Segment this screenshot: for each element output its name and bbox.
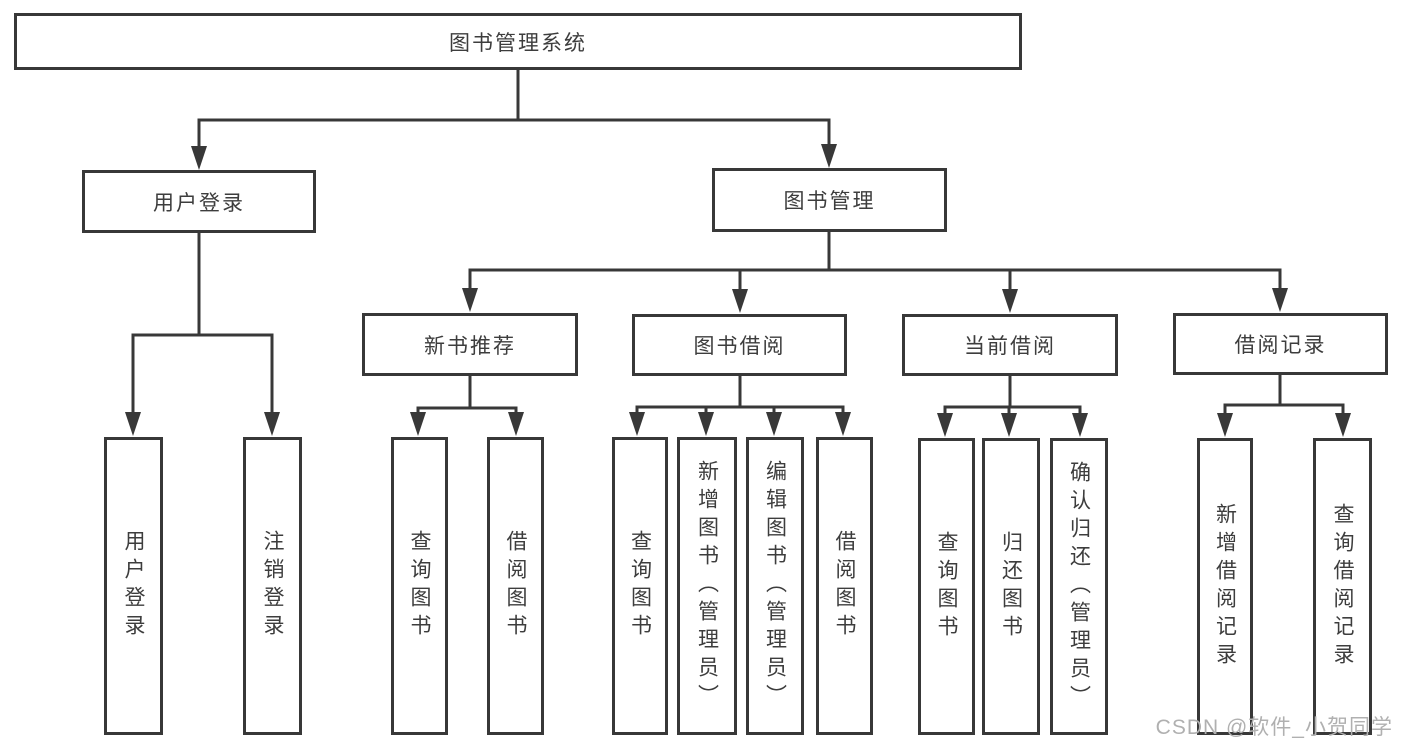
- node-new-book-recommend: 新书推荐: [362, 313, 578, 376]
- node-current-borrowing-label: 当前借阅: [964, 335, 1056, 358]
- node-book-management: 图书管理: [712, 168, 947, 232]
- arrowhead: [264, 412, 280, 436]
- connector-borrow-record-to-leaves: [1217, 375, 1351, 437]
- node-return-books: 归还图书: [982, 438, 1040, 735]
- arrowhead: [629, 412, 645, 436]
- node-query-borrow-record: 查询借阅记录: [1313, 438, 1372, 735]
- node-borrow-books-recommend: 借阅图书: [487, 437, 544, 735]
- arrowhead: [508, 412, 524, 436]
- node-user-login-leaf-label: 用户登录: [122, 530, 145, 642]
- arrowhead: [1272, 288, 1288, 312]
- node-query-books-borrowing: 查询图书: [612, 437, 668, 735]
- node-confirm-return-admin: 确认归还（管理员）: [1050, 438, 1108, 735]
- arrowhead: [732, 289, 748, 313]
- node-edit-books-admin: 编辑图书（管理员）: [746, 437, 804, 735]
- node-confirm-return-admin-label: 确认归还（管理员）: [1067, 460, 1091, 713]
- node-return-books-label: 归还图书: [999, 530, 1023, 643]
- node-query-books-borrowing-label: 查询图书: [628, 530, 652, 642]
- connector-root-to-level2: [191, 70, 837, 170]
- node-query-books-current: 查询图书: [918, 438, 975, 735]
- node-logout-leaf-label: 注销登录: [261, 530, 284, 642]
- node-add-borrow-record: 新增借阅记录: [1197, 438, 1253, 735]
- node-new-book-recommend-label: 新书推荐: [424, 334, 516, 358]
- arrowhead: [1001, 413, 1017, 437]
- node-query-books-recommend-label: 查询图书: [408, 530, 431, 642]
- node-borrowing-records: 借阅记录: [1173, 313, 1388, 375]
- arrowhead: [821, 144, 837, 168]
- arrowhead: [1335, 413, 1351, 437]
- csdn-watermark: CSDN @软件_小贺同学: [1155, 716, 1393, 739]
- arrowhead: [1072, 413, 1088, 437]
- arrowhead: [191, 146, 207, 170]
- node-user-login: 用户登录: [82, 170, 316, 233]
- node-current-borrowing: 当前借阅: [902, 314, 1118, 376]
- node-add-books-admin: 新增图书（管理员）: [677, 437, 737, 735]
- node-book-borrowing: 图书借阅: [632, 314, 847, 376]
- node-query-borrow-record-label: 查询借阅记录: [1331, 502, 1354, 671]
- node-book-borrowing-label: 图书借阅: [693, 335, 786, 358]
- node-root-library-system: 图书管理系统: [14, 13, 1022, 70]
- connector-user-login-to-leaves: [125, 233, 280, 436]
- connector-book-mgmt-to-sections: [462, 232, 1288, 313]
- arrowhead: [462, 288, 478, 312]
- node-query-books-recommend: 查询图书: [391, 437, 448, 735]
- connector-book-borrow-to-leaves: [629, 376, 851, 436]
- node-borrow-books-borrowing: 借阅图书: [816, 437, 873, 735]
- node-root-label: 图书管理系统: [449, 31, 587, 55]
- arrowhead: [125, 412, 141, 436]
- node-user-login-label: 用户登录: [153, 191, 245, 215]
- node-borrowing-records-label: 借阅记录: [1234, 334, 1327, 357]
- arrowhead: [835, 412, 851, 436]
- node-add-books-admin-label: 新增图书（管理员）: [695, 460, 719, 712]
- node-query-books-current-label: 查询图书: [935, 530, 958, 643]
- arrowhead: [766, 412, 782, 436]
- connector-current-borrow-to-leaves: [937, 376, 1088, 437]
- node-add-borrow-record-label: 新增借阅记录: [1213, 502, 1237, 671]
- node-edit-books-admin-label: 编辑图书（管理员）: [763, 460, 787, 712]
- arrowhead: [698, 412, 714, 436]
- connector-new-book-to-leaves: [410, 376, 524, 436]
- arrowhead: [410, 412, 426, 436]
- node-borrow-books-recommend-label: 借阅图书: [504, 530, 527, 642]
- arrowhead: [1217, 413, 1233, 437]
- node-borrow-books-borrowing-label: 借阅图书: [833, 530, 856, 642]
- arrowhead: [1002, 289, 1018, 313]
- arrowhead: [937, 413, 953, 437]
- node-user-login-leaf: 用户登录: [104, 437, 163, 735]
- node-book-management-label: 图书管理: [783, 190, 876, 213]
- node-logout-leaf: 注销登录: [243, 437, 302, 735]
